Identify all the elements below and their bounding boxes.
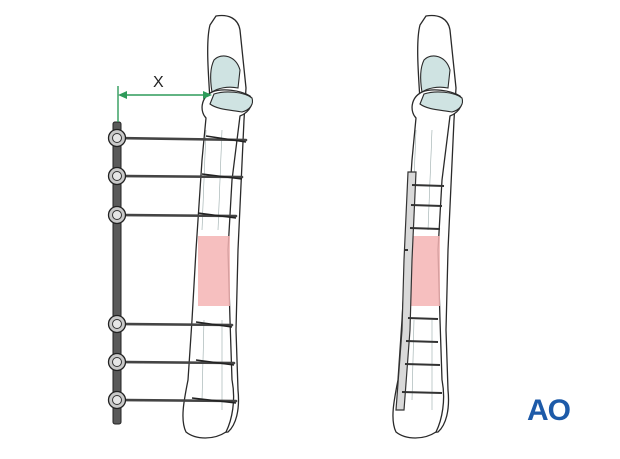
ao-logo: AO <box>527 394 571 427</box>
radial-head <box>209 91 254 113</box>
plate-screws <box>401 184 445 394</box>
fracture-zone-2 <box>410 236 440 306</box>
fracture-zone <box>198 236 230 306</box>
proximal-joint-2 <box>420 55 451 93</box>
plate-fixation-panel <box>392 14 464 439</box>
fixator-rod <box>112 121 122 425</box>
proximal-joint <box>210 55 241 93</box>
dimension-x-label: X <box>153 74 164 91</box>
bone-plate <box>395 171 417 411</box>
fixator-clamps <box>107 128 127 410</box>
external-fixator-panel <box>107 14 254 439</box>
radial-head-2 <box>419 91 464 113</box>
dimension-marker <box>117 86 212 122</box>
